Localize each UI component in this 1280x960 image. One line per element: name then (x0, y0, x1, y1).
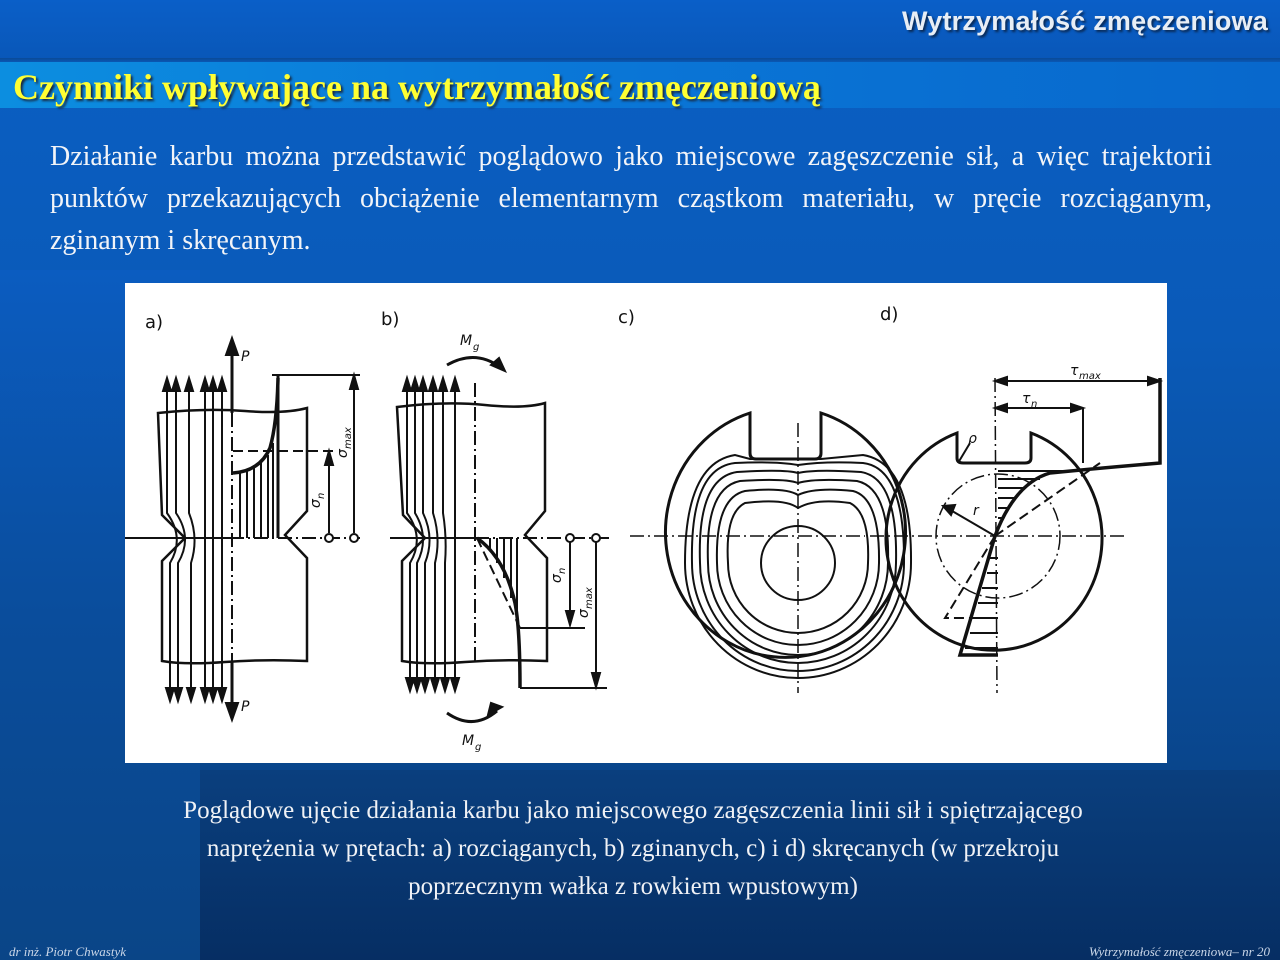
caption-line-2: naprężenia w prętach: a) rozciąganych, b… (206, 835, 1060, 862)
svg-text:g: g (475, 742, 481, 753)
body-paragraph: Działanie karbu można przedstawić pogląd… (50, 141, 1212, 256)
panel-a-diagram (125, 334, 360, 724)
sigma-max-label-b: σ (576, 608, 592, 618)
sigma-max-label-a: σ (335, 448, 351, 458)
svg-text:max: max (584, 587, 595, 609)
caption-line-3: poprzecznym wałka z rowkiem wpustowym) (408, 873, 858, 900)
svg-text:max: max (1079, 371, 1101, 382)
panel-b-label: b) (381, 309, 399, 330)
radius-label: r (973, 503, 980, 519)
footer-author: dr inż. Piotr Chwastyk (9, 944, 127, 959)
panel-d-label: d) (880, 304, 898, 325)
force-p-bottom: P (241, 699, 250, 715)
moment-mg-bottom: M (462, 733, 474, 749)
moment-mg-top: M (460, 333, 472, 349)
sigma-n-label-a: σ (308, 498, 324, 508)
title-band (0, 62, 1280, 108)
sigma-n-label-b: σ (549, 573, 565, 583)
panel-d-diagram (870, 375, 1164, 694)
panel-c-label: c) (618, 307, 635, 328)
footer-page-number: Wytrzymałość zmęczeniowa– nr 20 (1088, 944, 1270, 959)
rho-label: ρ (968, 431, 977, 447)
panel-b-diagram (390, 356, 610, 723)
svg-text:n: n (557, 568, 568, 574)
svg-text:g: g (473, 342, 479, 353)
panel-a-label: a) (145, 312, 163, 333)
tau-max-label: τ (1070, 363, 1079, 379)
background-lower-panel (200, 770, 1280, 960)
section-title: Wytrzymałość zmęczeniowa (902, 6, 1268, 36)
panel-c-diagram (630, 410, 913, 693)
figure-caption: Poglądowe ujęcie działania karbu jako mi… (80, 792, 1186, 906)
svg-text:max: max (343, 427, 354, 449)
header-band (0, 0, 1280, 60)
slide-title: Czynniki wpływające na wytrzymałość zmęc… (13, 67, 821, 107)
svg-text:n: n (316, 493, 327, 499)
tau-n-label: τ (1022, 391, 1031, 407)
force-p-top: P (241, 349, 250, 365)
svg-text:n: n (1031, 399, 1037, 410)
caption-line-1: Poglądowe ujęcie działania karbu jako mi… (183, 797, 1083, 824)
